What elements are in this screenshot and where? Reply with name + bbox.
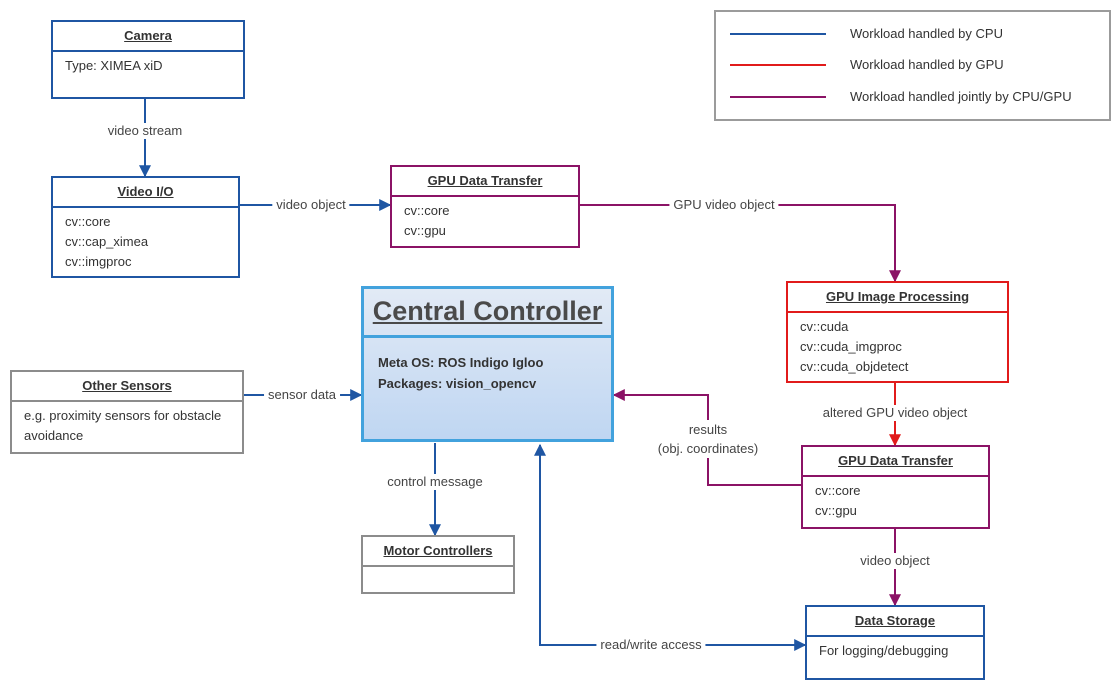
node-central-controller: Central Controller Meta OS: ROS Indigo I…: [361, 286, 614, 442]
node-video-io-line: cv::cap_ximea: [65, 234, 149, 249]
node-gpu-data-transfer-1-line: cv::core: [404, 203, 450, 218]
edge-label-read-write-access: read/write access: [596, 637, 706, 653]
edge-label-video-object-2: video object: [856, 553, 934, 569]
legend: Workload handled by CPU Workload handled…: [714, 10, 1111, 121]
node-video-io-line: cv::core: [65, 214, 111, 229]
node-data-storage-line: For logging/debugging: [819, 643, 949, 658]
legend-label-joint: Workload handled jointly by CPU/GPU: [850, 89, 1072, 104]
node-other-sensors-line: e.g. proximity sensors for obstacle avoi…: [24, 408, 222, 443]
edge-label-video-object-1: video object: [272, 197, 350, 213]
legend-swatch-gpu: [730, 64, 826, 66]
node-gpu-data-transfer-1-title: GPU Data Transfer: [392, 167, 578, 197]
node-gpu-data-transfer-2-line: cv::core: [815, 483, 861, 498]
legend-item-gpu: Workload handled by GPU: [716, 55, 1109, 75]
legend-swatch-joint: [730, 96, 826, 98]
node-camera-line: Type: XIMEA xiD: [65, 58, 163, 73]
edge-label-results: results (obj. coordinates): [653, 420, 763, 458]
node-motor-controllers-title: Motor Controllers: [363, 537, 513, 567]
node-gpu-image-processing-line: cv::cuda: [800, 319, 849, 334]
node-gpu-data-transfer-2-line: cv::gpu: [815, 503, 857, 518]
node-camera: Camera Type: XIMEA xiD: [51, 20, 245, 99]
node-other-sensors-title: Other Sensors: [12, 372, 242, 402]
node-video-io-title: Video I/O: [53, 178, 238, 208]
node-gpu-image-processing-line: cv::cuda_imgproc: [800, 339, 902, 354]
node-gpu-data-transfer-2: GPU Data Transfer cv::core cv::gpu: [801, 445, 990, 529]
edge-gputransfer-to-gpuprocessing: [580, 204, 901, 283]
node-video-io: Video I/O cv::core cv::cap_ximea cv::img…: [51, 176, 240, 278]
legend-label-gpu: Workload handled by GPU: [850, 57, 1004, 72]
node-central-controller-line: Meta OS: ROS Indigo Igloo: [378, 355, 544, 370]
node-gpu-data-transfer-1-line: cv::gpu: [404, 223, 446, 238]
node-video-io-line: cv::imgproc: [65, 254, 132, 269]
node-data-storage: Data Storage For logging/debugging: [805, 605, 985, 680]
node-gpu-data-transfer-1: GPU Data Transfer cv::core cv::gpu: [390, 165, 580, 248]
edge-label-altered-gpu-video-object: altered GPU video object: [818, 405, 972, 421]
node-central-controller-title: Central Controller: [364, 289, 611, 338]
edge-central-datastorage: [534, 443, 807, 651]
node-motor-controllers: Motor Controllers: [361, 535, 515, 594]
node-gpu-image-processing: GPU Image Processing cv::cuda cv::cuda_i…: [786, 281, 1009, 383]
edge-label-gpu-video-object: GPU video object: [669, 197, 779, 213]
edge-label-sensor-data: sensor data: [264, 387, 340, 403]
legend-item-cpu: Workload handled by CPU: [716, 24, 1109, 44]
node-gpu-image-processing-title: GPU Image Processing: [788, 283, 1007, 313]
legend-item-joint: Workload handled jointly by CPU/GPU: [716, 87, 1109, 107]
legend-swatch-cpu: [730, 33, 826, 35]
edge-label-control-message: control message: [383, 474, 487, 490]
legend-label-cpu: Workload handled by CPU: [850, 26, 1003, 41]
node-data-storage-title: Data Storage: [807, 607, 983, 637]
edge-label-video-stream: video stream: [103, 123, 187, 139]
node-gpu-image-processing-line: cv::cuda_objdetect: [800, 359, 909, 374]
node-other-sensors: Other Sensors e.g. proximity sensors for…: [10, 370, 244, 454]
node-camera-title: Camera: [53, 22, 243, 52]
node-gpu-data-transfer-2-title: GPU Data Transfer: [803, 447, 988, 477]
node-central-controller-line: Packages: vision_opencv: [378, 376, 537, 391]
